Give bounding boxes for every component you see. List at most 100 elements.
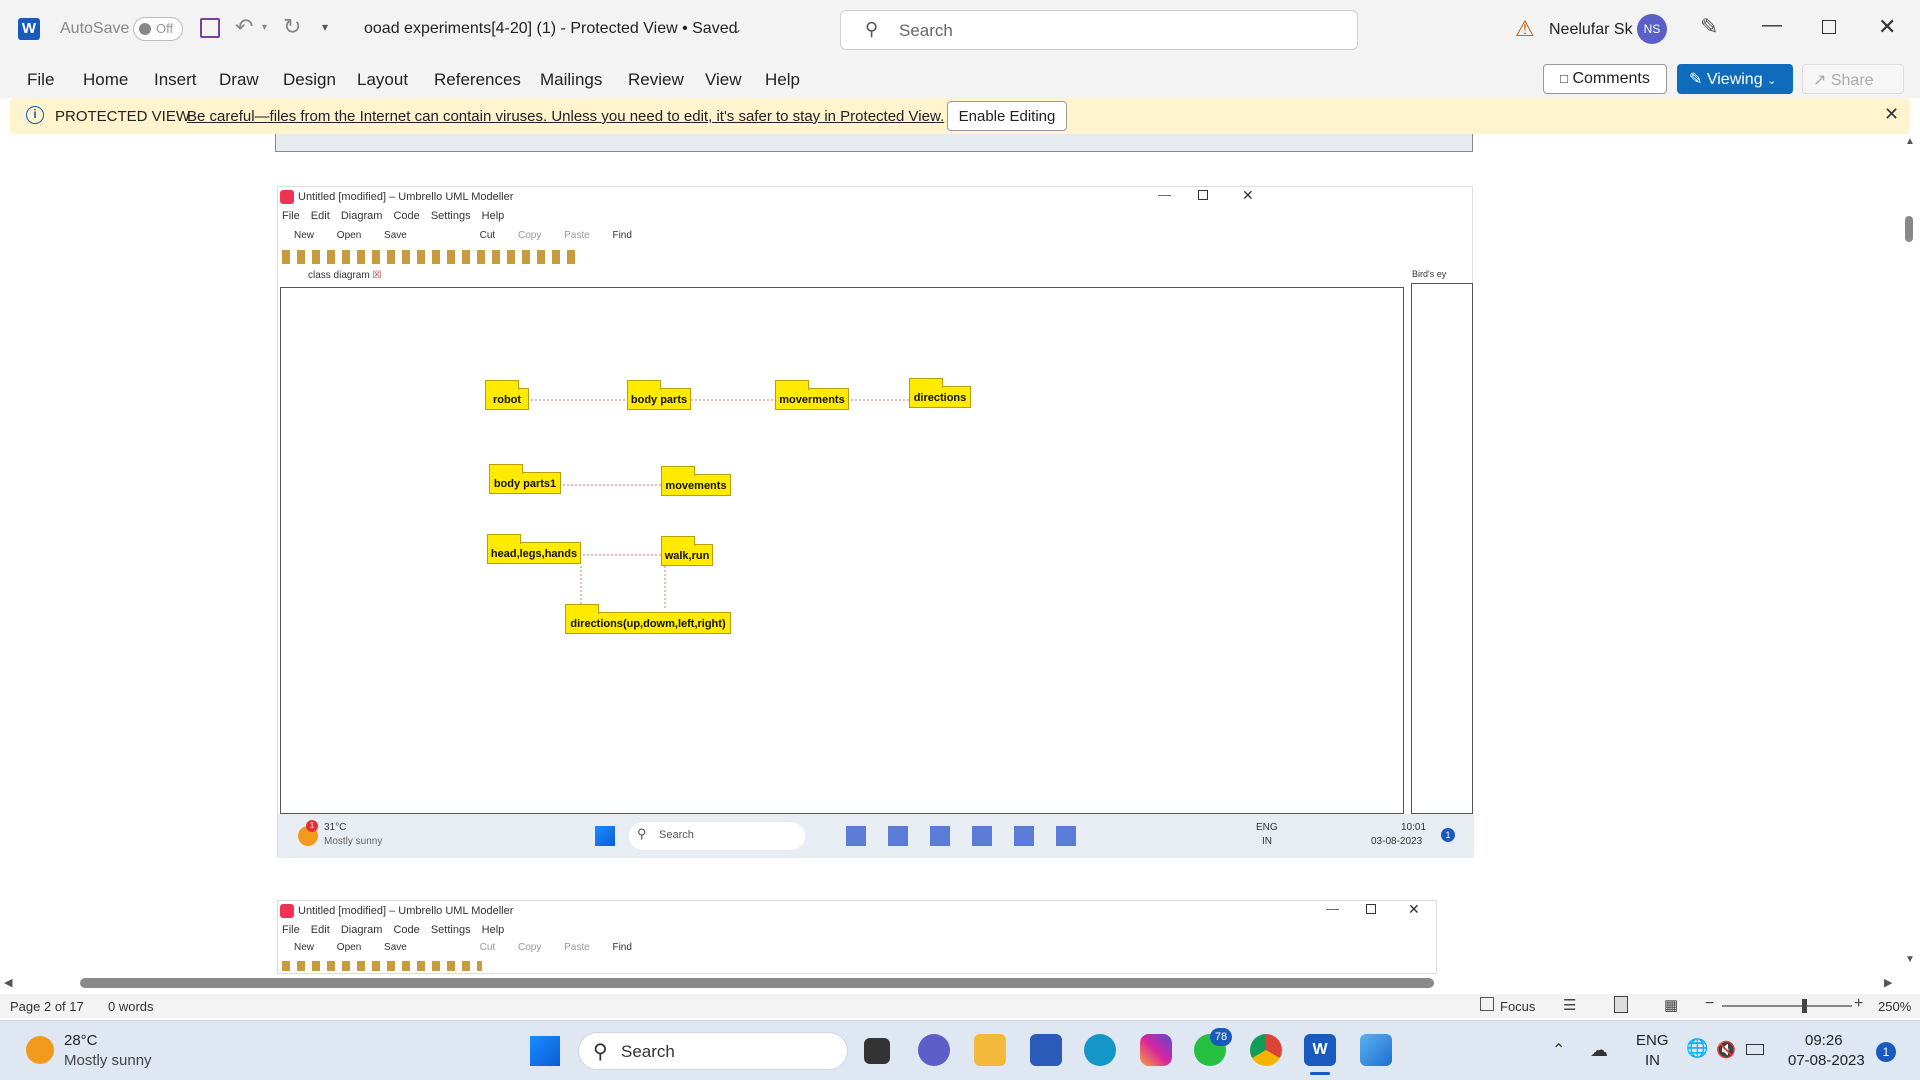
umbrello2-menu-settings[interactable]: Settings xyxy=(430,924,471,936)
package-robot[interactable]: robot xyxy=(485,380,529,410)
zoom-level[interactable]: 250% xyxy=(1878,999,1912,1014)
umbrello2-menu-edit[interactable]: Edit xyxy=(310,924,330,936)
avatar[interactable]: NS xyxy=(1637,14,1667,44)
umbrello-menu-diagram[interactable]: Diagram xyxy=(340,210,383,222)
taskbar-search[interactable]: ⚲ Search xyxy=(578,1032,848,1070)
umbrello2-open-button[interactable]: Open xyxy=(336,942,362,953)
umbrello-menu-settings[interactable]: Settings xyxy=(430,210,471,222)
document-title[interactable]: ooad experiments[4-20] (1) - Protected V… xyxy=(364,20,738,37)
close-icon[interactable]: ✕ xyxy=(1878,14,1897,39)
weather-icon[interactable] xyxy=(26,1036,54,1064)
chat-icon[interactable] xyxy=(918,1034,950,1066)
umbrello-menu-edit[interactable]: Edit xyxy=(310,210,330,222)
tab-home[interactable]: Home xyxy=(83,70,129,89)
title-dropdown-icon[interactable]: ⌄ xyxy=(732,22,743,36)
taskbar-weather-text[interactable]: Mostly sunny xyxy=(64,1052,152,1069)
print-layout-icon[interactable] xyxy=(1614,996,1628,1013)
zoom-out-icon[interactable]: − xyxy=(1705,995,1715,1012)
battery-icon[interactable] xyxy=(1746,1044,1764,1055)
viewing-button[interactable]: ✎ Viewing ⌄ xyxy=(1677,64,1793,94)
vertical-scroll-thumb[interactable] xyxy=(1905,216,1913,242)
tab-file[interactable]: File xyxy=(27,70,55,89)
autosave-toggle[interactable]: Off xyxy=(133,17,183,41)
umbrello2-minimize-icon[interactable]: — xyxy=(1326,901,1339,916)
scroll-left-icon[interactable]: ◀ xyxy=(4,977,13,989)
tab-design[interactable]: Design xyxy=(283,70,336,89)
tab-insert[interactable]: Insert xyxy=(154,70,197,89)
umbrello2-menu-file[interactable]: File xyxy=(282,924,300,936)
taskbar-temperature[interactable]: 28°C xyxy=(64,1032,98,1049)
network-icon[interactable]: 🌐 xyxy=(1686,1038,1709,1058)
web-layout-icon[interactable]: ▦ xyxy=(1664,997,1679,1014)
warning-icon[interactable]: ⚠ xyxy=(1515,16,1535,41)
umbrello2-tool-icons[interactable] xyxy=(282,961,482,971)
customize-qat-icon[interactable]: ▾ xyxy=(322,20,329,34)
umbrello-new-button[interactable]: New xyxy=(294,230,315,241)
umbrello2-menu-diagram[interactable]: Diagram xyxy=(340,924,383,936)
taskbar-lang-1[interactable]: ENG xyxy=(1636,1032,1669,1049)
undo-dropdown-icon[interactable]: ▾ xyxy=(262,22,268,33)
package-head-legs-hands[interactable]: head,legs,hands xyxy=(487,534,581,564)
tab-review[interactable]: Review xyxy=(628,70,684,89)
paint-icon[interactable] xyxy=(1360,1034,1392,1066)
chrome-icon[interactable] xyxy=(1250,1034,1282,1066)
word-count[interactable]: 0 words xyxy=(108,999,154,1014)
store-icon[interactable] xyxy=(1030,1034,1062,1066)
umbrello-open-button[interactable]: Open xyxy=(336,230,362,241)
tab-references[interactable]: References xyxy=(434,70,521,89)
package-moverments[interactable]: moverments xyxy=(775,380,849,410)
page-count[interactable]: Page 2 of 17 xyxy=(10,999,84,1014)
undo-icon[interactable]: ↶ xyxy=(235,14,254,39)
read-mode-icon[interactable]: ☰ xyxy=(1563,997,1577,1014)
horizontal-scroll-thumb[interactable] xyxy=(80,978,1434,988)
volume-icon[interactable]: 🔇 xyxy=(1716,1042,1736,1059)
package-directions[interactable]: directions xyxy=(909,378,971,408)
share-button[interactable]: ↗ Share xyxy=(1802,64,1904,94)
tab-mailings[interactable]: Mailings xyxy=(540,70,603,89)
diagram-canvas[interactable]: robot body parts moverments directions b… xyxy=(280,287,1404,814)
tab-view[interactable]: View xyxy=(705,70,742,89)
umbrello-menu-help[interactable]: Help xyxy=(481,210,505,222)
edge-icon[interactable] xyxy=(1084,1034,1116,1066)
birds-eye-panel[interactable] xyxy=(1411,283,1473,814)
package-body-parts1[interactable]: body parts1 xyxy=(489,464,561,494)
user-name[interactable]: Neelufar Sk xyxy=(1549,21,1633,38)
umbrello-minimize-icon[interactable]: — xyxy=(1158,187,1171,202)
umbrello2-menu-code[interactable]: Code xyxy=(393,924,420,936)
umbrello2-maximize-icon[interactable] xyxy=(1366,904,1376,914)
tab-help[interactable]: Help xyxy=(765,70,800,89)
zoom-slider[interactable] xyxy=(1722,1005,1852,1007)
umbrello2-paste-button[interactable]: Paste xyxy=(564,942,590,953)
scroll-right-icon[interactable]: ▶ xyxy=(1884,977,1893,989)
umbrello-cut-button[interactable]: Cut xyxy=(479,230,496,241)
redo-icon[interactable]: ↻ xyxy=(283,14,302,39)
scroll-down-icon[interactable]: ▼ xyxy=(1905,954,1915,965)
minimize-icon[interactable]: — xyxy=(1762,14,1782,36)
restore-icon[interactable] xyxy=(1822,20,1836,34)
umbrello-find-button[interactable]: Find xyxy=(612,230,632,241)
umbrello-save-button[interactable]: Save xyxy=(384,230,407,241)
pen-icon[interactable]: ✎ xyxy=(1700,14,1719,39)
close-protected-view-icon[interactable]: ✕ xyxy=(1884,104,1900,124)
package-body-parts[interactable]: body parts xyxy=(627,380,691,410)
taskbar-lang-2[interactable]: IN xyxy=(1645,1052,1660,1069)
umbrello2-copy-button[interactable]: Copy xyxy=(517,942,542,953)
comments-button[interactable]: □ Comments xyxy=(1543,64,1667,94)
umbrello2-new-button[interactable]: New xyxy=(294,942,315,953)
scroll-up-icon[interactable]: ▲ xyxy=(1905,136,1915,147)
file-explorer-icon[interactable] xyxy=(974,1034,1006,1066)
search-input[interactable]: ⚲ Search xyxy=(840,10,1358,50)
umbrello-paste-button[interactable]: Paste xyxy=(564,230,590,241)
umbrello-close-icon[interactable]: ✕ xyxy=(1242,187,1254,203)
instagram-icon[interactable] xyxy=(1140,1034,1172,1066)
umbrello-copy-button[interactable]: Copy xyxy=(517,230,542,241)
tab-layout[interactable]: Layout xyxy=(357,70,409,89)
tab-draw[interactable]: Draw xyxy=(219,70,259,89)
zoom-in-icon[interactable]: + xyxy=(1854,995,1864,1012)
umbrello2-save-button[interactable]: Save xyxy=(384,942,407,953)
class-diagram-tab[interactable]: class diagram ☒ xyxy=(308,270,381,281)
taskbar-date[interactable]: 07-08-2023 xyxy=(1788,1052,1865,1069)
umbrello-tool-icons[interactable] xyxy=(282,250,582,264)
enable-editing-button[interactable]: Enable Editing xyxy=(947,101,1067,131)
save-icon[interactable] xyxy=(200,18,220,38)
